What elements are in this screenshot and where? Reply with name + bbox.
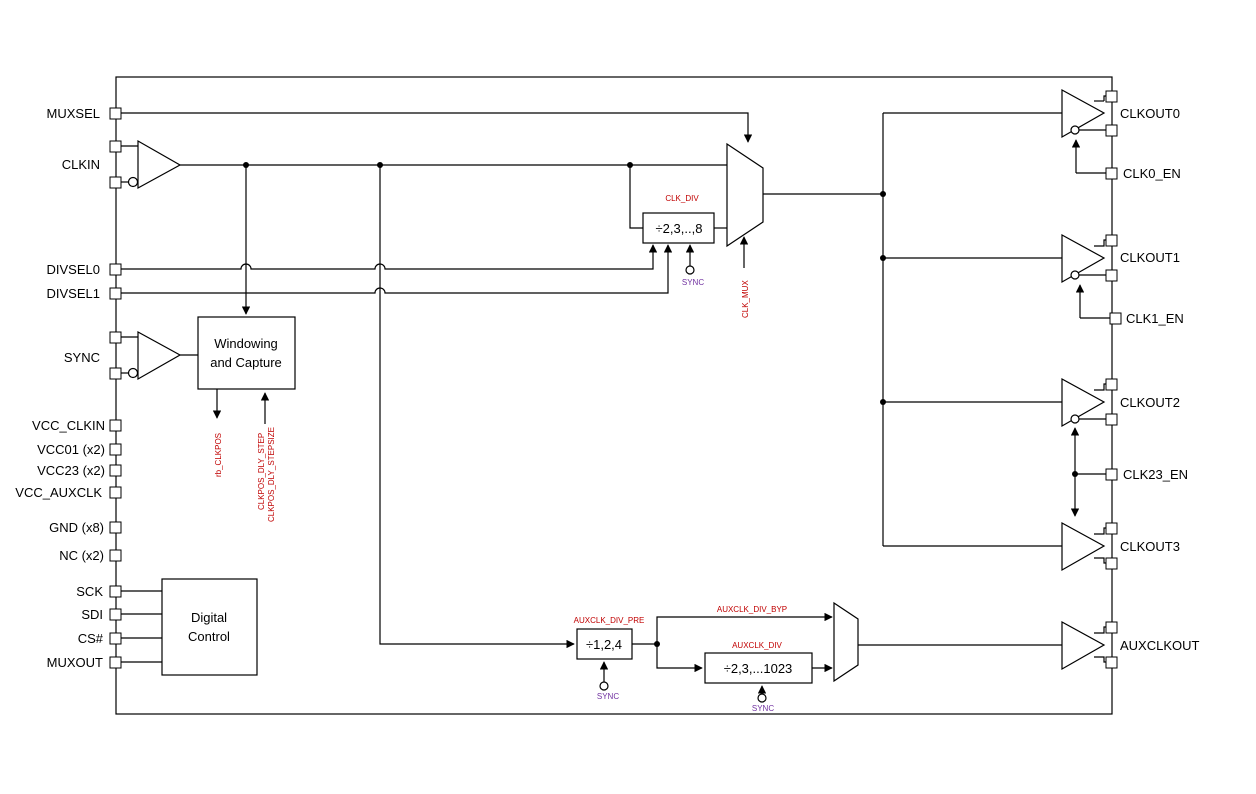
pin-clkout2-p[interactable]: [1105, 378, 1118, 391]
aux-pre-block: [576, 628, 633, 660]
pin-sck[interactable]: [109, 585, 122, 598]
label-cs: CS#: [78, 631, 104, 646]
pin-clkout0-n[interactable]: [1105, 124, 1118, 137]
digital-label-2: Control: [188, 629, 230, 644]
pin-vcc-clkin[interactable]: [109, 419, 122, 432]
aux-pre-label: ÷1,2,4: [586, 637, 622, 652]
label-clkout2: CLKOUT2: [1120, 395, 1180, 410]
muxsel-wire: [121, 112, 753, 143]
pin-sdi[interactable]: [109, 608, 122, 621]
reg-clkpos-dly-step: CLKPOS_DLY_STEP: [257, 433, 266, 510]
pin-nc[interactable]: [109, 549, 122, 562]
label-vcc23: VCC23 (x2): [37, 463, 105, 478]
clk-div-label: ÷2,3,..,8: [656, 221, 703, 236]
pin-muxout[interactable]: [109, 656, 122, 669]
left-pins: [109, 107, 122, 669]
sync-aux-pre: SYNC: [597, 692, 619, 701]
pin-clkin-p[interactable]: [109, 140, 122, 153]
digital-label-1: Digital: [191, 610, 227, 625]
label-vcc-clkin: VCC_CLKIN: [32, 418, 105, 433]
reg-auxclk-div-pre: AUXCLK_DIV_PRE: [574, 616, 645, 625]
pin-gnd[interactable]: [109, 521, 122, 534]
reg-auxclk-div: AUXCLK_DIV: [732, 641, 782, 650]
label-nc: NC (x2): [59, 548, 104, 563]
windowing-label-1: Windowing: [214, 336, 278, 351]
label-divsel1: DIVSEL1: [47, 286, 100, 301]
label-muxout: MUXOUT: [47, 655, 103, 670]
pin-vcc23[interactable]: [109, 464, 122, 477]
pin-divsel1[interactable]: [109, 287, 122, 300]
reg-auxclk-div-byp: AUXCLK_DIV_BYP: [717, 605, 787, 614]
clkout3-buffer: [1061, 521, 1110, 572]
divsel1-wire: [121, 244, 673, 294]
label-sck: SCK: [76, 584, 103, 599]
pin-cs[interactable]: [109, 632, 122, 645]
pin-clkout3-n[interactable]: [1105, 557, 1118, 570]
pin-clkin-n[interactable]: [109, 176, 122, 189]
reg-clk-mux: CLK_MUX: [741, 280, 750, 318]
label-clkin: CLKIN: [62, 157, 100, 172]
clkout2-buffer: [1061, 377, 1110, 428]
label-auxclkout: AUXCLKOUT: [1120, 638, 1200, 653]
aux-clk-wire: [379, 165, 575, 649]
sync-clk-div: SYNC: [682, 278, 704, 287]
label-sdi: SDI: [81, 607, 103, 622]
sync-aux-div: SYNC: [752, 704, 774, 713]
pin-sync-p[interactable]: [109, 331, 122, 344]
pin-clk23-en[interactable]: [1105, 468, 1118, 481]
pin-clkout0-p[interactable]: [1105, 90, 1118, 103]
pin-clkout3-p[interactable]: [1105, 522, 1118, 535]
reg-rb-clkpos: rb_CLKPOS: [214, 433, 223, 477]
label-clkout1: CLKOUT1: [1120, 250, 1180, 265]
chip-outline: [115, 76, 1113, 715]
pin-auxclkout-p[interactable]: [1105, 621, 1118, 634]
label-clkout0: CLKOUT0: [1120, 106, 1180, 121]
label-clkout3: CLKOUT3: [1120, 539, 1180, 554]
label-clk1-en: CLK1_EN: [1126, 311, 1184, 326]
pin-vcc-auxclk[interactable]: [109, 486, 122, 499]
windowing-block: [197, 316, 296, 390]
clkout1-buffer: [1061, 233, 1110, 319]
label-clk0-en: CLK0_EN: [1123, 166, 1181, 181]
pin-clk0-en[interactable]: [1105, 167, 1118, 180]
clk-mux: [726, 142, 764, 248]
clkout0-buffer: [1061, 88, 1110, 174]
auxclkout-buffer: [1061, 620, 1110, 671]
label-vcc-auxclk: VCC_AUXCLK: [15, 485, 102, 500]
pin-clkout2-n[interactable]: [1105, 413, 1118, 426]
windowing-label-2: and Capture: [210, 355, 282, 370]
reg-clk-div: CLK_DIV: [665, 194, 699, 203]
pin-vcc01[interactable]: [109, 443, 122, 456]
divsel0-wire: [121, 244, 658, 270]
pin-clkout1-n[interactable]: [1105, 269, 1118, 282]
label-divsel0: DIVSEL0: [47, 262, 100, 277]
label-sync: SYNC: [64, 350, 100, 365]
aux-mux: [833, 601, 859, 683]
pin-sync-n[interactable]: [109, 367, 122, 380]
reg-clkpos-dly-stepsize: CLKPOS_DLY_STEPSIZE: [267, 427, 276, 522]
pin-divsel0[interactable]: [109, 263, 122, 276]
pin-clk1-en[interactable]: [1109, 312, 1122, 325]
pin-muxsel[interactable]: [109, 107, 122, 120]
digital-control-block: [161, 578, 258, 676]
aux-div-label: ÷2,3,...1023: [724, 661, 793, 676]
label-gnd: GND (x8): [49, 520, 104, 535]
label-clk23-en: CLK23_EN: [1123, 467, 1188, 482]
label-muxsel: MUXSEL: [47, 106, 100, 121]
sync-input-buffer: [121, 330, 182, 381]
pin-clkout1-p[interactable]: [1105, 234, 1118, 247]
pin-auxclkout-n[interactable]: [1105, 656, 1118, 669]
label-vcc01: VCC01 (x2): [37, 442, 105, 457]
clkin-input-buffer: [121, 139, 182, 190]
right-pins: [1105, 90, 1122, 669]
